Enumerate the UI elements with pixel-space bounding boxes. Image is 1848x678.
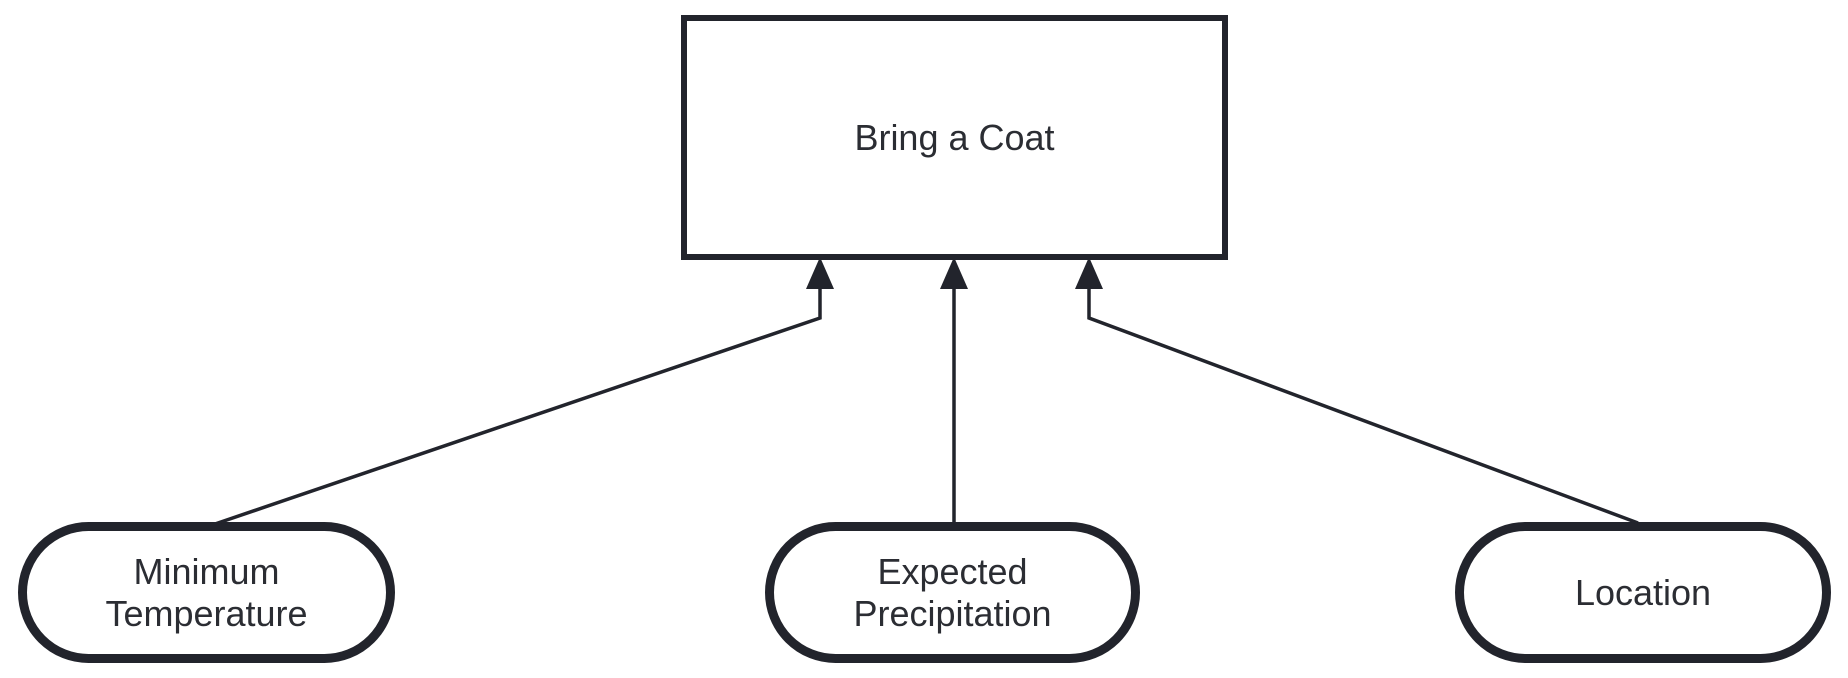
input-node-location: Location [1455,522,1831,663]
edge-minimum-temperature-to-decision [214,286,822,526]
arrowhead-location-icon [1075,257,1103,289]
input-node-minimum-temperature-label: Minimum Temperature [105,550,308,634]
arrowhead-expected-precipitation-icon [940,257,968,289]
arrowhead-minimum-temperature-icon [806,257,834,289]
input-node-minimum-temperature: Minimum Temperature [18,522,395,663]
input-node-expected-precipitation-label: Expected Precipitation [853,550,1052,634]
decision-node-bring-a-coat: Bring a Coat [681,15,1228,260]
edge-location-to-decision [1087,286,1639,525]
input-node-location-label: Location [1574,571,1712,613]
decision-node-label: Bring a Coat [854,116,1055,158]
input-node-expected-precipitation: Expected Precipitation [765,522,1140,663]
